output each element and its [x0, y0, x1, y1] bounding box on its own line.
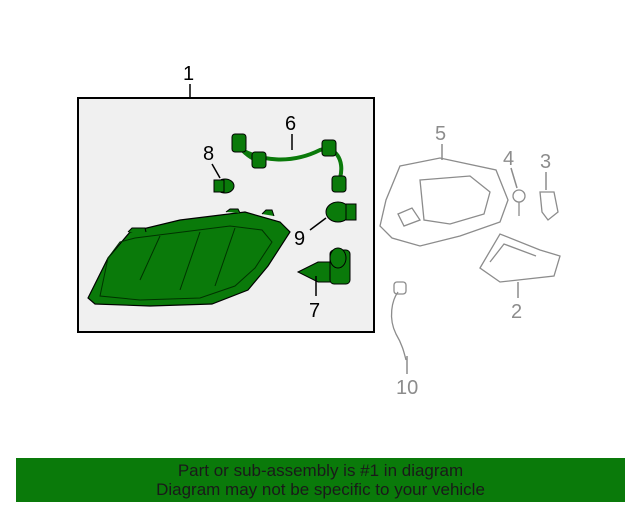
headlamp-part[interactable]: [87, 208, 291, 307]
notice-line-2: Diagram may not be specific to your vehi…: [156, 480, 485, 499]
callout-1[interactable]: 1: [183, 63, 194, 85]
socket-10-part[interactable]: [390, 281, 407, 361]
leader-4: [510, 167, 518, 189]
callout-9[interactable]: 9: [294, 228, 305, 250]
callout-5[interactable]: 5: [435, 123, 446, 145]
screw-4-part[interactable]: [512, 189, 526, 216]
callout-6[interactable]: 6: [285, 113, 296, 135]
wiring-harness-part[interactable]: [231, 133, 347, 193]
bracket-5-part[interactable]: [379, 157, 509, 247]
parts-diagram: 1 6 8 9 7: [77, 63, 561, 399]
leader-8: [211, 163, 221, 179]
bulb-8-part[interactable]: [213, 178, 235, 194]
bulb-9-part[interactable]: [325, 201, 357, 223]
notice-line-1: Part or sub-assembly is #1 in diagram: [177, 461, 464, 480]
leader-9: [309, 217, 327, 231]
callout-4[interactable]: 4: [503, 148, 514, 170]
callout-2[interactable]: 2: [511, 301, 522, 323]
callout-7[interactable]: 7: [309, 300, 320, 322]
bulb-7-part[interactable]: [296, 247, 351, 285]
callout-10[interactable]: 10: [396, 377, 418, 399]
notice-banner: Part or sub-assembly is #1 in diagram Di…: [16, 458, 625, 502]
callout-3[interactable]: 3: [540, 151, 551, 173]
callout-8[interactable]: 8: [203, 143, 214, 165]
clip-3-part[interactable]: [539, 191, 559, 221]
bracket-2-part[interactable]: [479, 233, 561, 283]
